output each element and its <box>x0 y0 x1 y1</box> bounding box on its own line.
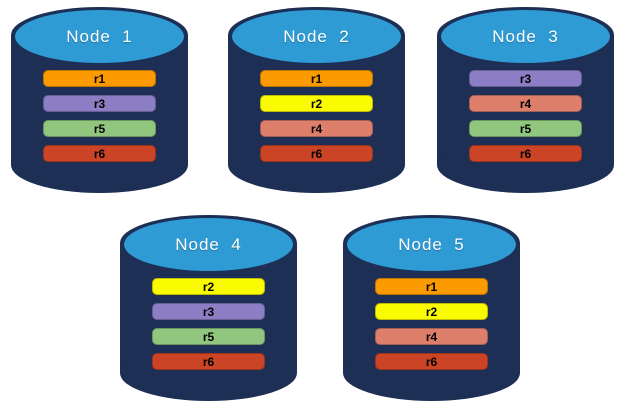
replica-label: r2 <box>425 304 438 319</box>
cylinder-top-face: Node 4 <box>124 218 293 271</box>
replica-bar: r6 <box>375 353 488 370</box>
replica-bar: r4 <box>469 95 582 112</box>
replica-bar: r4 <box>375 328 488 345</box>
replica-bar-list: r3 r4 r5 r6 <box>469 70 582 170</box>
cylinder-top-face: Node 2 <box>232 10 401 63</box>
replica-bar: r3 <box>469 70 582 87</box>
node-2-cylinder: Node 2 r1 r2 r4 r6 <box>228 7 405 193</box>
replica-bar-list: r2 r3 r5 r6 <box>152 278 265 378</box>
replica-label: r5 <box>202 329 215 344</box>
replica-bar: r3 <box>152 303 265 320</box>
node-3-cylinder: Node 3 r3 r4 r5 r6 <box>437 7 614 193</box>
replica-label: r6 <box>93 146 106 161</box>
replica-label: r1 <box>425 279 438 294</box>
cylinder-top-face: Node 1 <box>15 10 184 63</box>
replica-bar: r6 <box>152 353 265 370</box>
replica-label: r3 <box>519 71 532 86</box>
replica-bar: r5 <box>152 328 265 345</box>
node-label: Node 3 <box>492 26 559 46</box>
replica-label: r6 <box>519 146 532 161</box>
replica-bar: r1 <box>43 70 156 87</box>
node-label: Node 1 <box>66 26 133 46</box>
replica-label: r1 <box>93 71 106 86</box>
replica-bar: r1 <box>375 278 488 295</box>
replica-label: r1 <box>310 71 323 86</box>
replica-bar: r4 <box>260 120 373 137</box>
replica-bar: r2 <box>375 303 488 320</box>
replica-bar-list: r1 r2 r4 r6 <box>375 278 488 378</box>
replica-label: r4 <box>425 329 438 344</box>
replica-label: r3 <box>93 96 106 111</box>
node-5-cylinder: Node 5 r1 r2 r4 r6 <box>343 215 520 401</box>
replica-bar-list: r1 r2 r4 r6 <box>260 70 373 170</box>
replica-label: r2 <box>310 96 323 111</box>
replica-bar: r2 <box>152 278 265 295</box>
replica-label: r5 <box>93 121 106 136</box>
replica-bar: r5 <box>43 120 156 137</box>
node-label: Node 4 <box>175 234 242 254</box>
replica-label: r4 <box>310 121 323 136</box>
replica-bar-list: r1 r3 r5 r6 <box>43 70 156 170</box>
replica-bar: r1 <box>260 70 373 87</box>
replica-bar: r3 <box>43 95 156 112</box>
replica-label: r5 <box>519 121 532 136</box>
replica-label: r3 <box>202 304 215 319</box>
replica-bar: r2 <box>260 95 373 112</box>
replica-label: r2 <box>202 279 215 294</box>
replica-bar: r6 <box>469 145 582 162</box>
replica-bar: r6 <box>43 145 156 162</box>
replica-label: r6 <box>310 146 323 161</box>
node-1-cylinder: Node 1 r1 r3 r5 r6 <box>11 7 188 193</box>
node-4-cylinder: Node 4 r2 r3 r5 r6 <box>120 215 297 401</box>
cylinder-top-face: Node 5 <box>347 218 516 271</box>
replica-label: r4 <box>519 96 532 111</box>
node-label: Node 2 <box>283 26 350 46</box>
cylinder-top-face: Node 3 <box>441 10 610 63</box>
replica-bar: r6 <box>260 145 373 162</box>
replica-bar: r5 <box>469 120 582 137</box>
replica-label: r6 <box>425 354 438 369</box>
node-label: Node 5 <box>398 234 465 254</box>
replica-label: r6 <box>202 354 215 369</box>
